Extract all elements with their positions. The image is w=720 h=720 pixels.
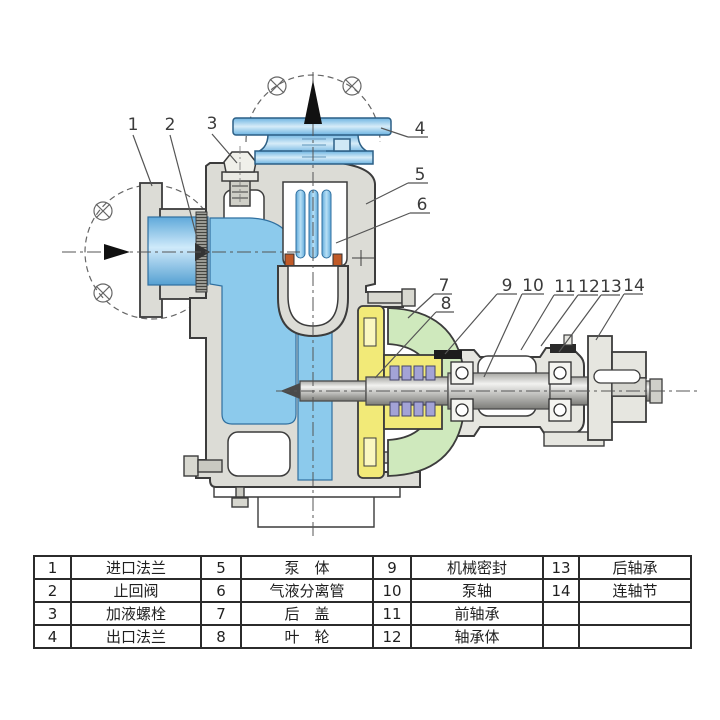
part-name-cell: 机械密封 xyxy=(410,555,544,580)
coupling xyxy=(587,335,663,441)
callout-8: 8 xyxy=(441,294,452,314)
part-number-cell: 5 xyxy=(200,555,242,580)
part-name-cell: 气液分离管 xyxy=(240,578,374,603)
filler-bolt xyxy=(221,146,259,210)
front-grease-bolt xyxy=(434,350,462,359)
callout-1: 1 xyxy=(128,115,139,135)
table-row: 3 加液螺栓 7 后 盖 11 前轴承 xyxy=(33,601,692,626)
part-number-cell xyxy=(542,601,580,626)
rear-grease-bolt xyxy=(550,344,576,353)
casing-air-cavity xyxy=(227,431,291,477)
callout-12: 12 xyxy=(578,277,600,297)
inlet-flow-arrow xyxy=(104,244,130,260)
part-name-cell: 前轴承 xyxy=(410,601,544,626)
part-name-cell: 止回阀 xyxy=(70,578,202,603)
part-name-cell: 轴承体 xyxy=(410,624,544,649)
part-number-cell: 2 xyxy=(33,578,72,603)
part-number-cell: 14 xyxy=(542,578,580,603)
callout-13: 13 xyxy=(600,277,622,297)
part-name-cell xyxy=(578,601,692,626)
part-number-cell: 3 xyxy=(33,601,72,626)
rear-bearing xyxy=(548,361,572,422)
part-number-cell: 12 xyxy=(372,624,412,649)
callout-3: 3 xyxy=(207,114,218,134)
table-row: 2 止回阀 6 气液分离管 10 泵轴 14 连轴节 xyxy=(33,578,692,603)
callout-7: 7 xyxy=(439,276,450,296)
part-name-cell: 进口法兰 xyxy=(70,555,202,580)
part-number-cell: 13 xyxy=(542,555,580,580)
part-number-cell: 10 xyxy=(372,578,412,603)
check-valve-poppet xyxy=(195,243,210,261)
part-number-cell: 6 xyxy=(200,578,242,603)
callout-4: 4 xyxy=(415,119,426,139)
part-name-cell: 泵轴 xyxy=(410,578,544,603)
mechanical-seal xyxy=(389,365,436,417)
table-row: 4 出口法兰 8 叶 轮 12 轴承体 xyxy=(33,624,692,649)
outlet-flange xyxy=(232,117,392,165)
part-name-cell: 连轴节 xyxy=(578,578,692,603)
part-name-cell: 出口法兰 xyxy=(70,624,202,649)
flange-bolt xyxy=(333,138,351,152)
callout-11: 11 xyxy=(554,277,576,297)
bolt-symbol-icon xyxy=(93,201,113,303)
callout-14: 14 xyxy=(623,276,645,296)
drain-bolt xyxy=(183,455,199,477)
part-name-cell: 泵 体 xyxy=(240,555,374,580)
valve-seat-right xyxy=(332,253,343,267)
part-number-cell: 4 xyxy=(33,624,72,649)
callout-6: 6 xyxy=(417,195,428,215)
part-name-cell: 加液螺栓 xyxy=(70,601,202,626)
callout-2: 2 xyxy=(165,115,176,135)
part-number-cell: 1 xyxy=(33,555,72,580)
part-name-cell: 后轴承 xyxy=(578,555,692,580)
coupling-slot xyxy=(593,369,641,384)
part-number-cell: 9 xyxy=(372,555,412,580)
part-number-cell: 7 xyxy=(200,601,242,626)
valve-seat-left xyxy=(284,253,295,267)
front-bearing xyxy=(450,361,474,422)
part-number-cell: 11 xyxy=(372,601,412,626)
callout-10: 10 xyxy=(522,276,544,296)
callouts: 1 2 3 4 5 6 7 8 9 10 11 12 13 14 xyxy=(128,114,645,314)
part-number-cell xyxy=(542,624,580,649)
callout-9: 9 xyxy=(502,276,513,296)
leader-lines xyxy=(132,127,643,379)
pump-cross-section-drawing: 1 2 3 4 5 6 7 8 9 10 11 12 13 14 xyxy=(62,72,698,540)
outlet-flow-arrow xyxy=(304,80,322,124)
part-name-cell: 叶 轮 xyxy=(240,624,374,649)
bolt-symbol-icon xyxy=(267,76,362,96)
table-row: 1 进口法兰 5 泵 体 9 机械密封 13 后轴承 xyxy=(33,555,692,580)
part-number-cell: 8 xyxy=(200,624,242,649)
part-name-cell xyxy=(578,624,692,649)
centerlines xyxy=(62,72,698,540)
discharge-column xyxy=(297,329,333,481)
pump-base xyxy=(213,487,401,528)
parts-table: 1 进口法兰 5 泵 体 9 机械密封 13 后轴承 2 止回阀 6 气液分离管… xyxy=(33,555,692,649)
part-name-cell: 后 盖 xyxy=(240,601,374,626)
callout-5: 5 xyxy=(415,165,426,185)
